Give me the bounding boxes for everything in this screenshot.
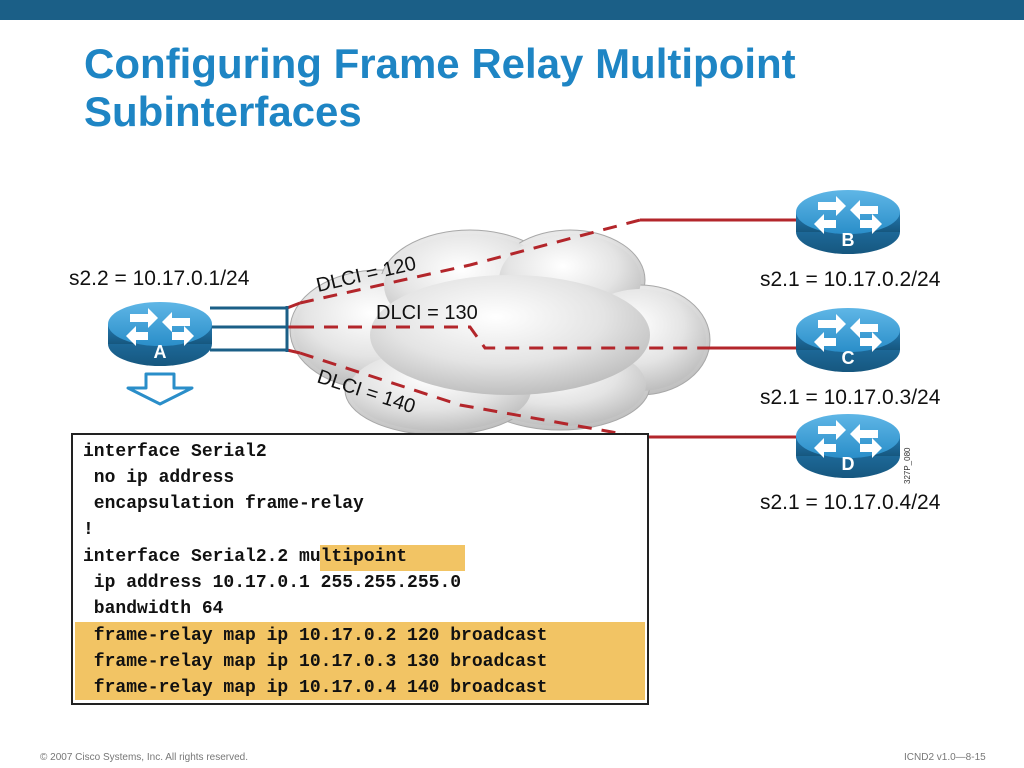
title-line-2: Subinterfaces (84, 88, 362, 135)
config-line: ip address 10.17.0.1 255.255.255.0 (83, 573, 462, 593)
config-line: interface Serial2 (83, 442, 267, 462)
frame-relay-cloud (289, 229, 711, 436)
dlci-label-130: DLCI = 130 (376, 302, 478, 324)
config-box: interface Serial2 no ip address encapsul… (71, 433, 649, 705)
router-c: C (796, 308, 900, 372)
link-a-d-solid (286, 348, 301, 355)
router-d: D (796, 414, 900, 478)
footer-copyright: © 2007 Cisco Systems, Inc. All rights re… (40, 752, 249, 763)
router-c-address: s2.1 = 10.17.0.3/24 (760, 386, 941, 409)
highlight-map-statements (75, 622, 645, 700)
title-line-1: Configuring Frame Relay Multipoint (84, 40, 796, 87)
router-a: A (108, 302, 212, 366)
link-a-b-solid (286, 301, 301, 310)
link-a-c-dashed (300, 325, 700, 350)
config-line: frame-relay map ip 10.17.0.4 140 broadca… (83, 678, 548, 698)
router-arrows-icon (814, 196, 882, 234)
link-a-d-dashed (299, 351, 641, 439)
config-line: no ip address (83, 468, 235, 488)
router-b: B (796, 190, 900, 254)
footer-course-id: ICND2 v1.0—8-15 (904, 752, 986, 763)
config-line: frame-relay map ip 10.17.0.2 120 broadca… (83, 626, 548, 646)
slide-title: Configuring Frame Relay Multipoint Subin… (84, 40, 984, 136)
router-arrows-icon (126, 308, 194, 346)
interface-bracket (210, 306, 289, 352)
router-b-address: s2.1 = 10.17.0.2/24 (760, 268, 941, 291)
down-arrow-icon (126, 372, 194, 406)
router-b-letter: B (842, 230, 855, 250)
figure-id: 327P_080 (903, 447, 912, 484)
router-d-address: s2.1 = 10.17.0.4/24 (760, 491, 941, 514)
config-line: interface Serial2.2 multipoint (83, 547, 408, 567)
links (286, 218, 796, 439)
config-line: bandwidth 64 (83, 599, 224, 619)
router-arrows-icon (814, 314, 882, 352)
highlight-multipoint (320, 545, 465, 571)
link-a-b-dashed (299, 218, 641, 305)
config-line: ! (83, 520, 94, 540)
router-d-letter: D (842, 454, 855, 474)
config-line: encapsulation frame-relay (83, 494, 364, 514)
config-line: frame-relay map ip 10.17.0.3 130 broadca… (83, 652, 548, 672)
top-bar (0, 0, 1024, 20)
router-c-letter: C (842, 348, 855, 368)
router-a-address: s2.2 = 10.17.0.1/24 (69, 267, 250, 290)
router-arrows-icon (814, 420, 882, 458)
router-a-letter: A (154, 342, 167, 362)
